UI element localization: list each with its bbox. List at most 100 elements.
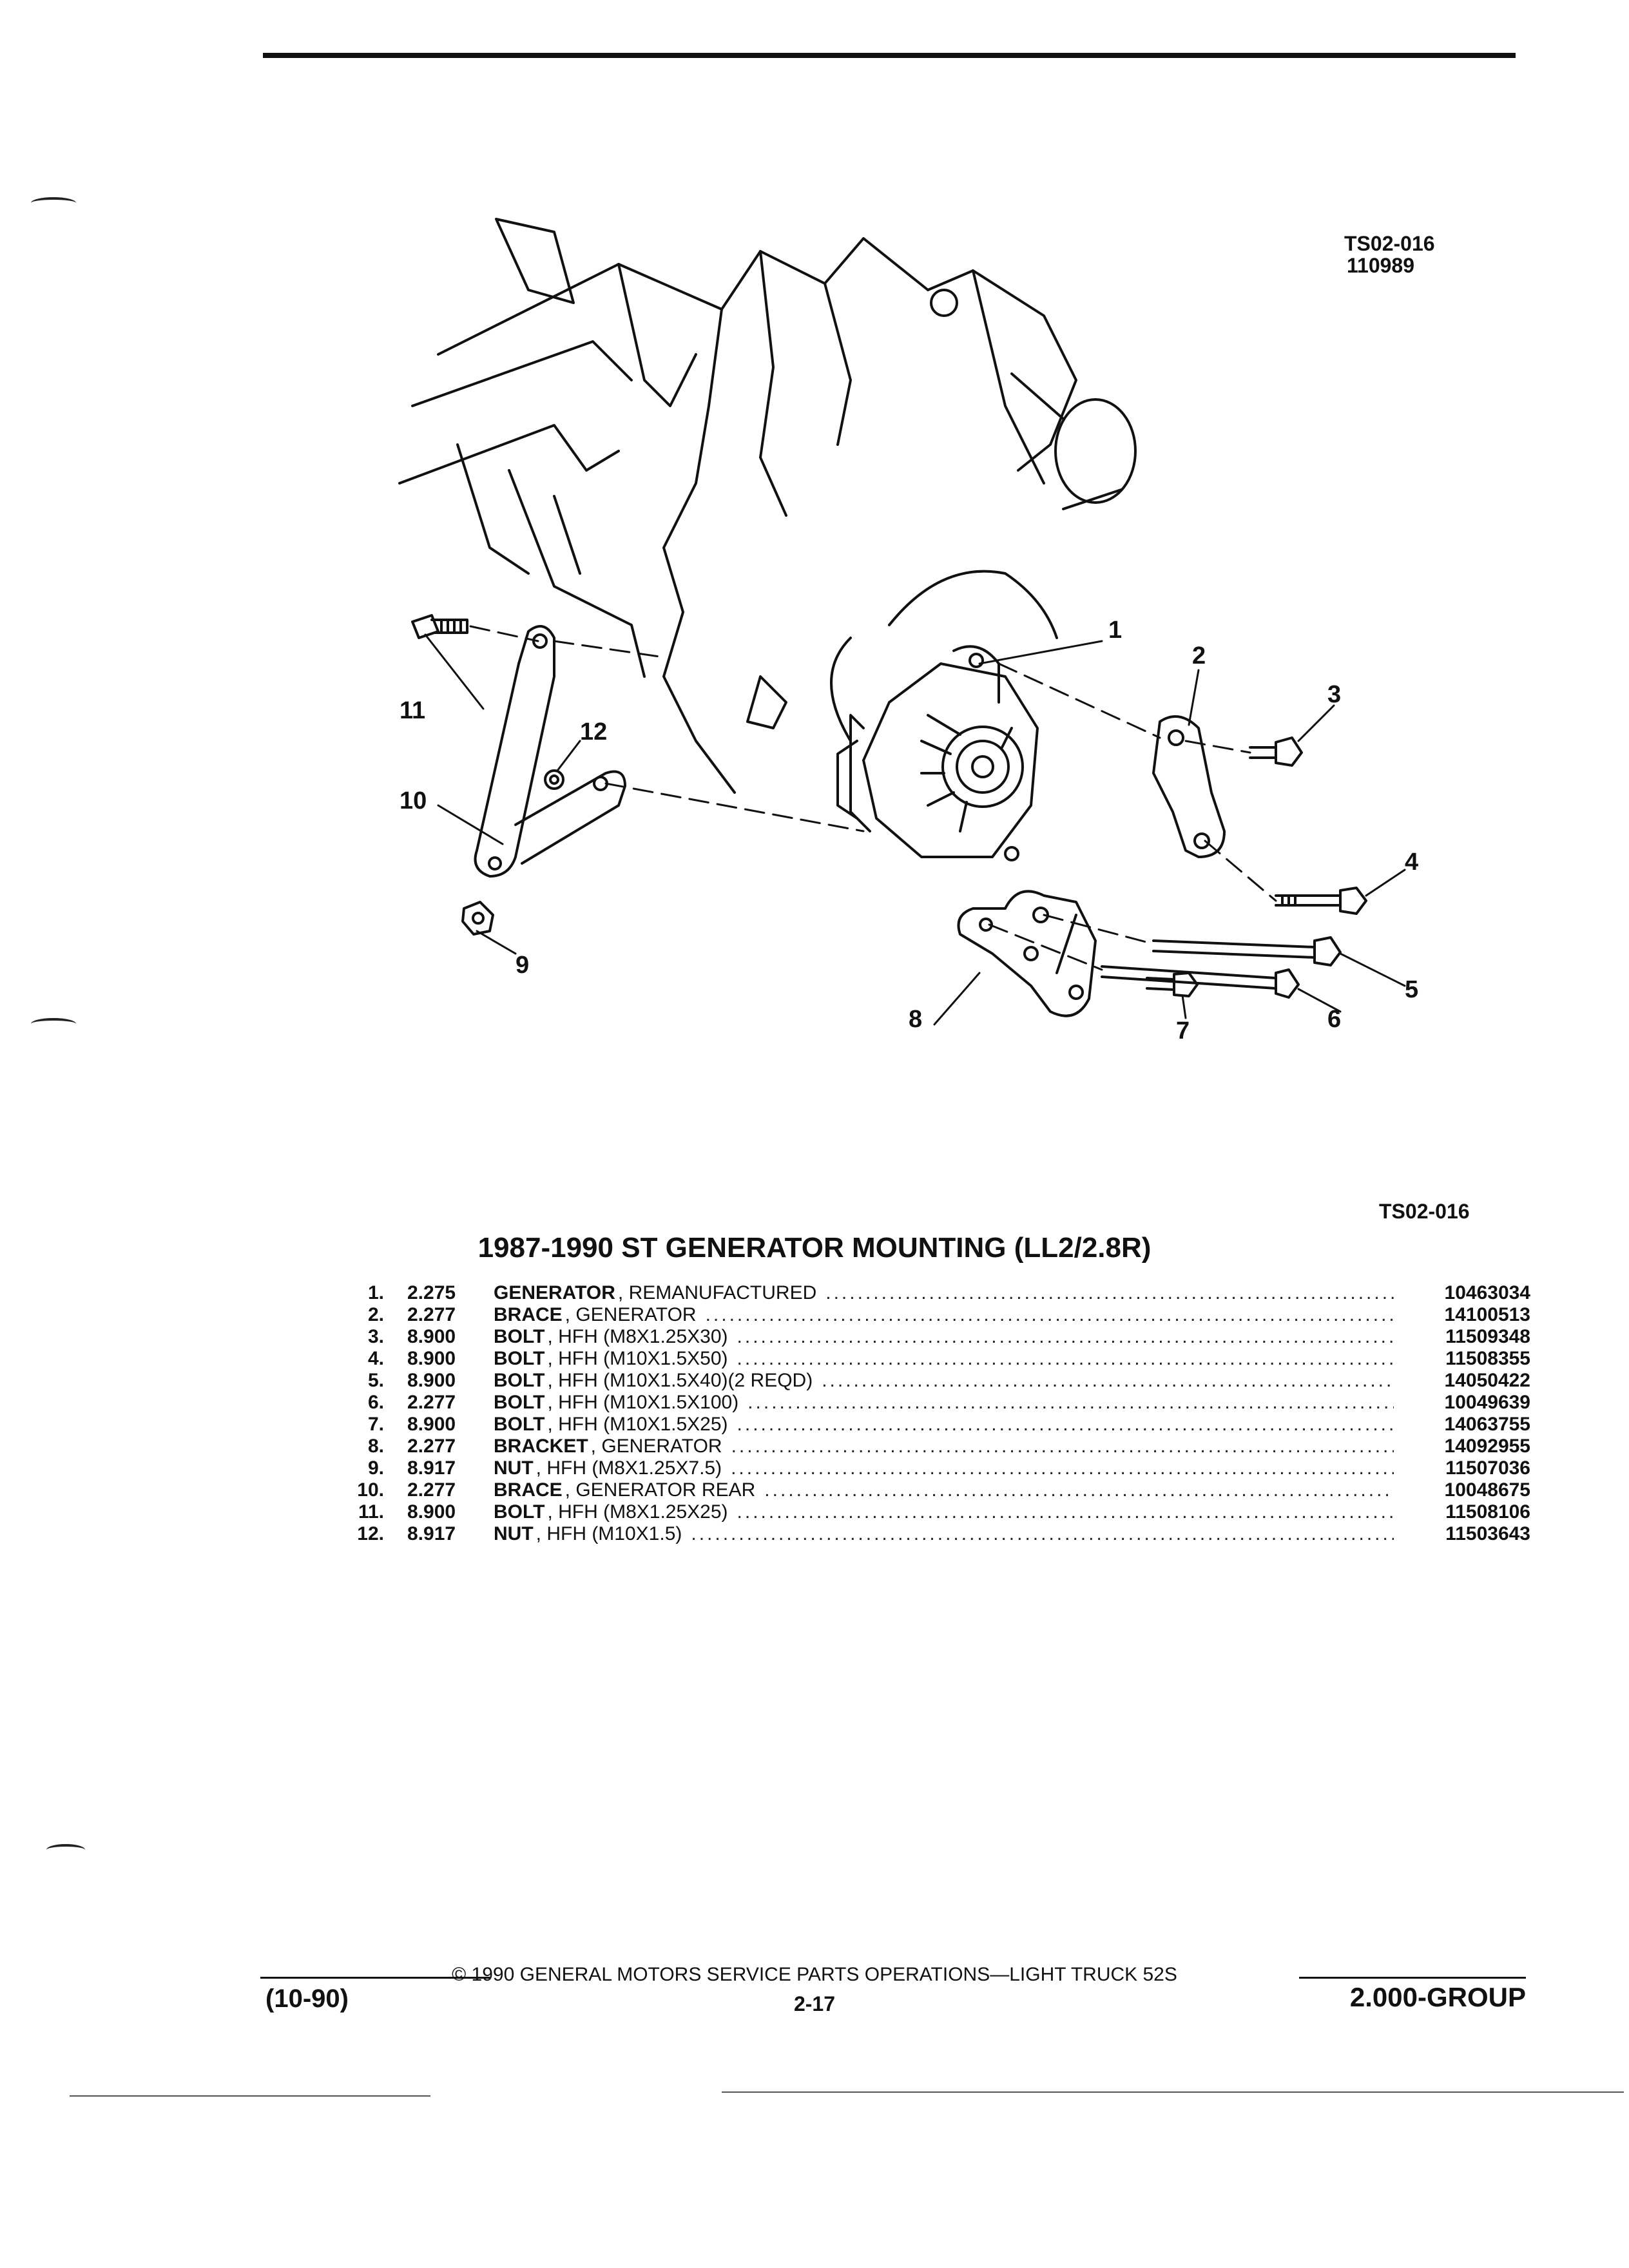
- part-description: BOLT, HFH (M10X1.5X50)..................…: [494, 1348, 1408, 1370]
- footer-rule-right: [1299, 1977, 1526, 1979]
- part-index: 5.: [367, 1370, 384, 1391]
- group-number: 8.917: [407, 1523, 456, 1544]
- part-description: BOLT, HFH (M10X1.5X100).................…: [494, 1392, 1408, 1414]
- part-description: BOLT, HFH (M8X1.25X25)..................…: [494, 1501, 1408, 1523]
- part-index: 8.: [367, 1436, 384, 1457]
- group-number: 8.900: [407, 1370, 456, 1391]
- leader-dots: ........................................…: [737, 1348, 1394, 1369]
- part-number: 10463034: [1444, 1282, 1530, 1303]
- leader-dots: ........................................…: [825, 1282, 1394, 1303]
- part-name: BRACKET: [494, 1436, 588, 1457]
- group-number: 2.277: [407, 1436, 456, 1457]
- part-detail: , HFH (M10X1.5): [535, 1523, 682, 1544]
- part-detail: , GENERATOR: [564, 1304, 697, 1325]
- part-number: 14050422: [1444, 1370, 1530, 1391]
- part-name: NUT: [494, 1523, 534, 1544]
- group-number: 8.900: [407, 1326, 456, 1347]
- part-index: 12.: [357, 1523, 384, 1544]
- margin-mark-top: [31, 197, 76, 209]
- part-description: NUT, HFH (M8X1.25X7.5)..................…: [494, 1457, 1408, 1479]
- generator-bracket: [957, 890, 1097, 1017]
- leader-dots: ........................................…: [764, 1479, 1394, 1501]
- group-number: 8.917: [407, 1457, 456, 1479]
- part-detail: , HFH (M10X1.5X100): [547, 1392, 739, 1413]
- callout-6: 6: [1327, 1006, 1341, 1033]
- part-name: BOLT: [494, 1501, 545, 1523]
- part-index: 7.: [367, 1414, 384, 1435]
- table-row: 12. 8.917 NUT, HFH (M10X1.5)..............…: [335, 1523, 1530, 1545]
- group-number: 8.900: [407, 1501, 456, 1523]
- section-title: 1987-1990 ST GENERATOR MOUNTING (LL2/2.8…: [477, 1232, 1152, 1264]
- group-number: 8.900: [407, 1414, 456, 1435]
- part-detail: , HFH (M8X1.25X7.5): [535, 1457, 722, 1479]
- leader-dots: ........................................…: [705, 1304, 1394, 1325]
- part-number: 14063755: [1444, 1414, 1530, 1435]
- part-index: 4.: [367, 1348, 384, 1369]
- generator-rear-brace: [474, 625, 626, 878]
- leader-dots: ........................................…: [747, 1392, 1394, 1413]
- group-number: 8.900: [407, 1348, 456, 1369]
- callout-4: 4: [1405, 849, 1418, 876]
- part-index: 6.: [367, 1392, 384, 1413]
- bottom-rule-left: [70, 2095, 430, 2097]
- part-detail: , HFH (M8X1.25X30): [547, 1326, 728, 1347]
- part-name: BOLT: [494, 1392, 545, 1413]
- figure-ref-code: TS02-016: [1379, 1200, 1470, 1223]
- part-index: 1.: [367, 1282, 384, 1303]
- part-detail: , HFH (M10X1.5X50): [547, 1348, 728, 1369]
- table-row: 4. 8.900 BOLT, HFH (M10X1.5X50)...........…: [335, 1348, 1530, 1370]
- part-name: BRACE: [494, 1479, 563, 1501]
- part-name: BOLT: [494, 1414, 545, 1435]
- part-detail: , GENERATOR: [590, 1436, 722, 1457]
- leader-dots: ........................................…: [737, 1326, 1394, 1347]
- leader-dots: ........................................…: [731, 1457, 1394, 1479]
- group-number: 2.277: [407, 1479, 456, 1501]
- part-description: BRACE, GENERATOR REAR...................…: [494, 1479, 1408, 1501]
- table-row: 5. 8.900 BOLT, HFH (M10X1.5X40)(2 REQD)...…: [335, 1370, 1530, 1392]
- part-name: BOLT: [494, 1348, 545, 1369]
- callout-5: 5: [1405, 976, 1418, 1003]
- leader-dots: ........................................…: [822, 1370, 1394, 1391]
- callout-10: 10: [400, 787, 427, 814]
- bottom-rule-right: [722, 2091, 1624, 2093]
- generator-mounting-diagram: 1 2 3 4 5 6 7 8 9 10 11 12: [398, 218, 1418, 1044]
- callout-9: 9: [516, 952, 529, 979]
- part-description: BRACKET, GENERATOR......................…: [494, 1436, 1408, 1457]
- margin-mark-middle: [31, 1018, 76, 1030]
- callout-1: 1: [1108, 617, 1122, 644]
- callout-11: 11: [400, 697, 425, 724]
- group-number: 2.277: [407, 1392, 456, 1413]
- part-number: 14100513: [1444, 1304, 1530, 1325]
- alignment-lines: [469, 625, 1277, 971]
- part-number: 11509348: [1445, 1326, 1530, 1347]
- leader-dots: ........................................…: [737, 1501, 1394, 1523]
- callout-2: 2: [1192, 642, 1206, 669]
- part-number: 14092955: [1444, 1436, 1530, 1457]
- part-description: BOLT, HFH (M10X1.5X40)(2 REQD)..........…: [494, 1370, 1408, 1392]
- part-index: 3.: [367, 1326, 384, 1347]
- part-index: 11.: [358, 1501, 384, 1523]
- part-detail: , HFH (M10X1.5X25): [547, 1414, 728, 1435]
- footer-group: 2.000-GROUP: [1349, 1982, 1526, 2012]
- part-number: 11508106: [1445, 1501, 1530, 1523]
- margin-mark-bottom: [46, 1844, 85, 1856]
- table-row: 6. 2.277 BOLT, HFH (M10X1.5X100)..........…: [335, 1392, 1530, 1414]
- part-description: NUT, HFH (M10X1.5)......................…: [494, 1523, 1408, 1545]
- footer-rule-left: [260, 1977, 490, 1979]
- part-detail: , HFH (M10X1.5X40)(2 REQD): [547, 1370, 813, 1391]
- engine-block-outline: [398, 218, 1137, 794]
- footer-copyright: © 1990 GENERAL MOTORS SERVICE PARTS OPER…: [452, 1964, 1177, 1985]
- part-detail: , GENERATOR REAR: [564, 1479, 756, 1501]
- part-index: 10.: [357, 1479, 384, 1501]
- header-ref-number: 110989: [1347, 254, 1415, 277]
- part-description: GENERATOR, REMANUFACTURED...............…: [494, 1282, 1408, 1304]
- leader-dots: ........................................…: [731, 1436, 1394, 1457]
- part-detail: , REMANUFACTURED: [617, 1282, 817, 1303]
- footer-date-code: (10-90): [265, 1984, 349, 2013]
- part-name: GENERATOR: [494, 1282, 615, 1303]
- callout-12: 12: [580, 718, 607, 745]
